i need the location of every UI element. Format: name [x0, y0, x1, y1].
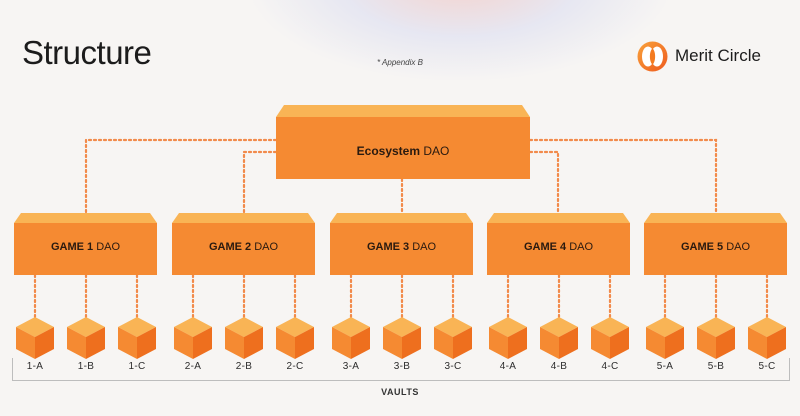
vault-label: 1-B	[77, 361, 95, 372]
vault-cube	[332, 317, 370, 359]
game-2-dao-box: GAME 2 DAO	[172, 213, 315, 275]
vault-cube	[67, 317, 105, 359]
vault-cube	[489, 317, 527, 359]
vault-cube	[16, 317, 54, 359]
vault-label: 1-A	[26, 361, 44, 372]
vault-cube	[540, 317, 578, 359]
game-4-dao-label: GAME 4 DAO	[523, 241, 594, 253]
vault-label: 3-C	[444, 361, 462, 372]
vault-cube	[434, 317, 472, 359]
ecosystem-dao-box: Ecosystem DAO	[276, 105, 530, 179]
merit-circle-logo: Merit Circle	[637, 40, 761, 72]
game-2-dao-label: GAME 2 DAO	[208, 241, 279, 253]
vault-label: 4-B	[550, 361, 568, 372]
vault-cube	[118, 317, 156, 359]
vault-cube	[225, 317, 263, 359]
vault-label: 4-A	[499, 361, 517, 372]
vault-label: 5-A	[656, 361, 674, 372]
game-3-dao-label: GAME 3 DAO	[366, 241, 437, 253]
vault-label: 3-A	[342, 361, 360, 372]
vault-cube	[646, 317, 684, 359]
vault-cube	[276, 317, 314, 359]
logo-text: Merit Circle	[675, 46, 761, 65]
vault-label: 2-A	[184, 361, 202, 372]
vault-label: 1-C	[128, 361, 146, 372]
game-1-dao-label: GAME 1 DAO	[50, 241, 121, 253]
vault-cube	[174, 317, 212, 359]
game-5-dao-box: GAME 5 DAO	[644, 213, 787, 275]
vaults-bracket	[12, 358, 790, 381]
game-4-dao-box: GAME 4 DAO	[487, 213, 630, 275]
merit-circle-logo-icon	[637, 41, 668, 72]
vault-cube	[591, 317, 629, 359]
vault-cube	[748, 317, 786, 359]
page-title: Structure	[22, 34, 152, 71]
appendix-note: * Appendix B	[377, 58, 423, 67]
vault-cube	[697, 317, 735, 359]
game-1-dao-box: GAME 1 DAO	[14, 213, 157, 275]
vault-label: 5-B	[707, 361, 725, 372]
vault-label: 5-C	[758, 361, 776, 372]
vaults-label: VAULTS	[381, 387, 419, 397]
game-5-dao-label: GAME 5 DAO	[680, 241, 751, 253]
vault-label: 3-B	[393, 361, 411, 372]
vault-label: 4-C	[601, 361, 619, 372]
ecosystem-dao-label: Ecosystem DAO	[356, 144, 450, 158]
vault-label: 2-B	[235, 361, 253, 372]
game-3-dao-box: GAME 3 DAO	[330, 213, 473, 275]
vault-label: 2-C	[286, 361, 304, 372]
vault-cube	[383, 317, 421, 359]
